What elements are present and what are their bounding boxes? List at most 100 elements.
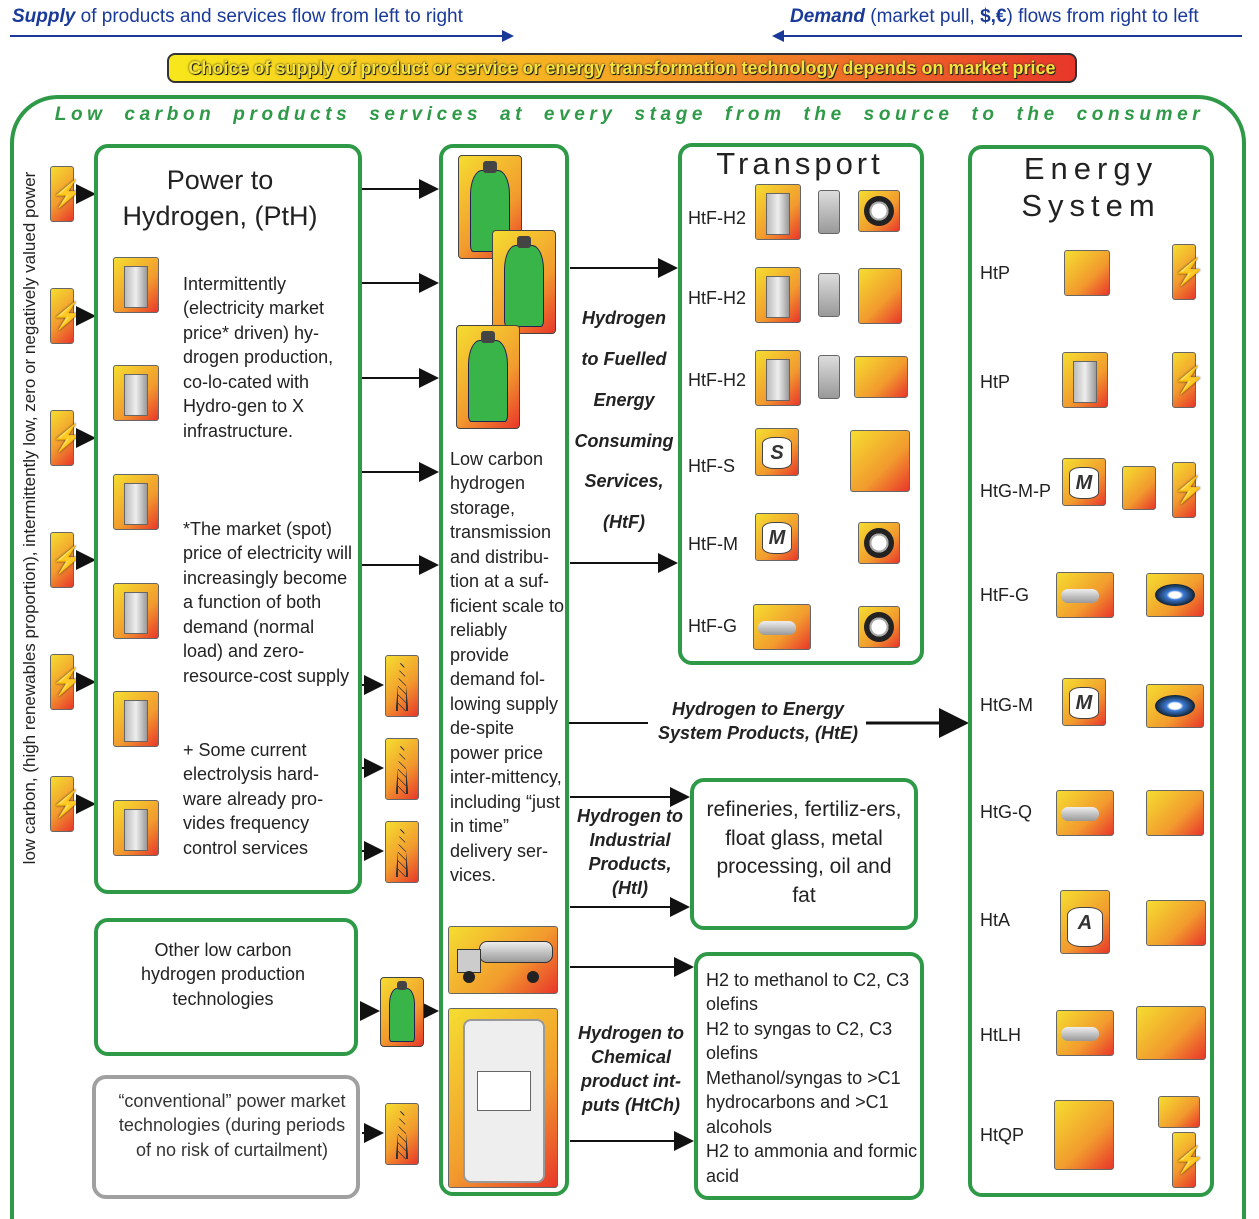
truck-cab — [457, 949, 481, 973]
turbine-icon — [1064, 250, 1110, 296]
electrolyser-icon — [113, 474, 159, 530]
electrolyser-icon — [113, 691, 159, 747]
energy-row-label: HtLH — [980, 1025, 1022, 1045]
methanation-reactor-icon: M — [755, 513, 799, 561]
gas-pipeline-icon — [753, 604, 811, 650]
radiator-icon — [1158, 1096, 1200, 1128]
dispenser-screen — [477, 1071, 531, 1111]
transport-row-label: HtF-M — [688, 534, 738, 554]
supply-arrowhead — [502, 30, 514, 42]
ammonia-letter: A — [1067, 907, 1103, 947]
lightning-icon — [50, 654, 74, 710]
methanation-reactor-icon: M — [1062, 458, 1106, 506]
chemical-line-2: H2 to syngas to C2, C3 olefins — [706, 1018, 893, 1064]
electrolyser-icon — [113, 257, 159, 313]
wheel-icon — [858, 190, 900, 232]
ship-icon — [1146, 900, 1206, 946]
energy-system-title: Energy System — [1021, 151, 1161, 224]
chemical-products-list: H2 to methanol to C2, C3 olefins H2 to s… — [706, 968, 920, 1188]
power-pylon-icon — [385, 738, 419, 800]
power-pylon-icon — [385, 655, 419, 717]
rail-track-icon — [858, 268, 902, 324]
supply-arrow — [10, 35, 512, 37]
pth-paragraph-3: + Some current electrolysis hard-ware al… — [183, 740, 324, 858]
wheel-icon — [858, 522, 900, 564]
hydrogen-bottle-icon — [380, 977, 424, 1047]
fuel-dispenser-icon — [448, 1008, 558, 1188]
fuel-cell-icon — [818, 190, 840, 234]
radiator-icon — [1146, 790, 1204, 836]
truck-wheel — [527, 971, 539, 983]
industrial-products-box — [690, 778, 918, 930]
hydrogen-bottle-icon — [456, 325, 520, 429]
industrial-products-label: refineries, fertiliz-ers, float glass, m… — [706, 798, 902, 907]
htch-flow-label: Hydrogen to Chemical product int-puts (H… — [578, 1023, 684, 1115]
lightning-icon — [1172, 244, 1196, 300]
hydrogen-bottle-icon — [492, 230, 556, 334]
market-price-banner: Choice of supply of product or service o… — [167, 53, 1077, 83]
supply-bold: Supply — [12, 6, 76, 27]
lightning-icon — [50, 776, 74, 832]
methanation-reactor-icon: M — [1062, 678, 1106, 726]
demand-rest-1: (market pull, — [864, 6, 981, 27]
electrolyser-icon — [1062, 352, 1108, 408]
tanker-truck-icon — [448, 926, 558, 994]
liquid-hydrogen-tank-icon — [1056, 1010, 1114, 1056]
transport-row-label: HtF-H2 — [688, 208, 746, 228]
chemical-products-box — [694, 952, 924, 1200]
conventional-power-label: “conventional” power market technologies… — [118, 1091, 346, 1160]
lightning-icon — [50, 410, 74, 466]
demand-arrow — [782, 35, 1242, 37]
energy-row-label: HtG-M — [980, 695, 1033, 715]
lightning-icon — [50, 288, 74, 344]
pth-paragraph-2: *The market (spot) price of electricity … — [183, 519, 353, 686]
heat-pipe-icon — [1056, 790, 1114, 836]
energy-row-label: HtP — [980, 372, 1011, 392]
airplane-icon — [850, 430, 910, 492]
demand-arrowhead — [772, 30, 784, 42]
gas-flame-icon — [1146, 573, 1204, 617]
energy-row-label: HtP — [980, 263, 1011, 283]
fuel-cell-icon — [818, 355, 840, 399]
demand-bold: Demand — [790, 6, 865, 27]
storage-description: Low carbon hydrogen storage, transmissio… — [450, 449, 565, 885]
combined-heat-power-icon — [1054, 1100, 1114, 1170]
demand-rest-2: ) flows from right to left — [1006, 6, 1199, 27]
hydrogen-bottle-icon — [458, 155, 522, 259]
methane-letter: M — [762, 522, 792, 554]
gas-pipeline-icon — [1056, 572, 1114, 618]
chemical-line-4: H2 to ammonia and formic acid — [706, 1141, 918, 1186]
electrolyser-icon — [755, 184, 801, 240]
other-production-box — [94, 918, 358, 1056]
wheel-icon — [858, 606, 900, 648]
truck-wheel — [463, 971, 475, 983]
electrolyser-icon — [755, 267, 801, 323]
outer-frame — [10, 95, 1246, 1219]
electrolyser-icon — [113, 800, 159, 856]
energy-row-label: HtQP — [980, 1125, 1025, 1145]
synfuel-reactor-icon: S — [755, 428, 799, 476]
chemical-line-1: H2 to methanol to C2, C3 olefins — [706, 970, 910, 1015]
hte-flow-label: Hydrogen to Energy System Products, (HtE… — [657, 699, 859, 743]
other-production-label: Other low carbon hydrogen production tec… — [140, 940, 306, 1009]
fuel-cell-icon — [818, 273, 840, 317]
energy-row-label: HtG-Q — [980, 802, 1032, 822]
forklift-icon — [854, 356, 908, 398]
electrolyser-icon — [755, 350, 801, 406]
transport-row-label: HtF-G — [688, 616, 737, 636]
pth-title: Power to Hydrogen, (PtH) — [122, 165, 318, 232]
truck-tank — [479, 941, 553, 963]
lightning-icon — [1172, 352, 1196, 408]
conventional-power-box — [92, 1075, 360, 1199]
methane-letter: M — [1069, 687, 1099, 719]
supply-rest: of products and services flow from left … — [75, 6, 463, 27]
energy-row-label: HtG-M-P — [980, 481, 1051, 501]
gas-flame-icon — [1146, 684, 1204, 728]
hti-flow-label: Hydrogen to Industrial Products, (HtI) — [577, 806, 683, 898]
tagline: Low carbon products services at every st… — [54, 104, 1205, 125]
demand-currency: $,€ — [980, 6, 1007, 27]
pth-paragraph-1: Intermittently (electricity market price… — [183, 274, 334, 441]
lightning-icon — [50, 166, 74, 222]
transport-row-label: HtF-H2 — [688, 288, 746, 308]
ammonia-reactor-icon: A — [1060, 890, 1110, 954]
